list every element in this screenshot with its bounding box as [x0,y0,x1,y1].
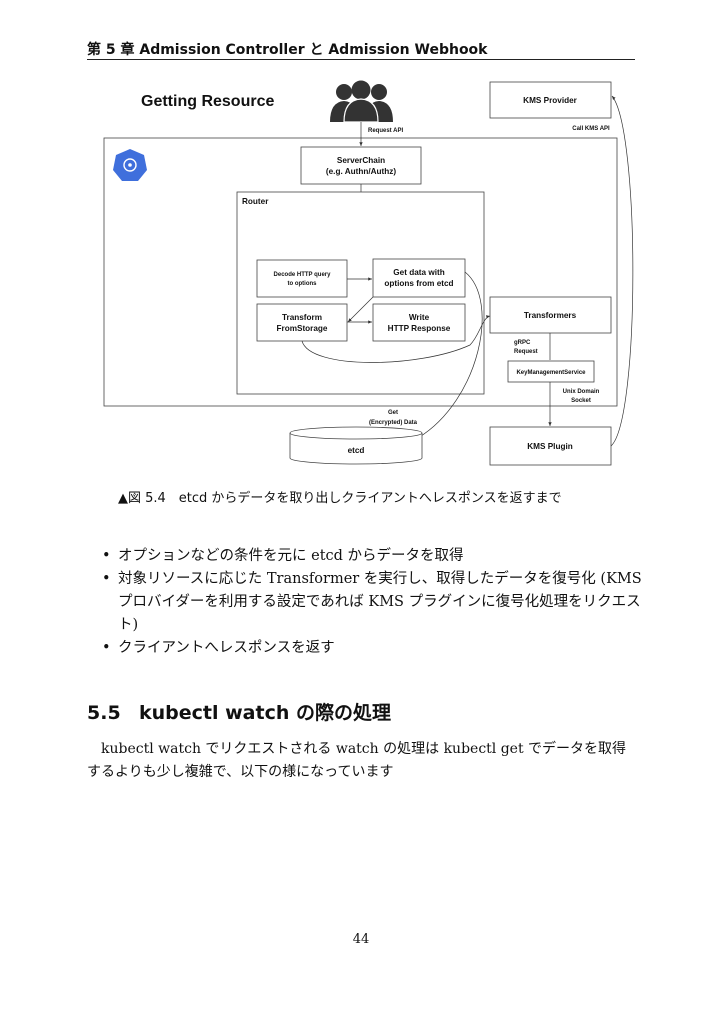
write-label-1: Write [409,313,430,322]
decode-box [256,259,348,298]
kms-service-label: KeyManagementService [516,370,586,376]
section-title: kubectl watch の際の処理 [139,702,391,724]
page-number: 44 [352,932,370,947]
grpc-label-1: gRPC [514,340,531,346]
etcd-label: etcd [348,446,365,455]
call-kms-api-label: Call KMS API [572,126,610,132]
kubernetes-logo-icon [113,149,147,181]
serverchain-box [300,146,422,185]
kms-plugin-box [489,426,612,466]
write-label-2: HTTP Response [388,324,451,333]
kms-provider-box [489,81,612,119]
transformers-box [489,296,612,334]
serverchain-label-1: ServerChain [337,156,385,165]
transformers-label: Transformers [524,311,577,320]
router-label: Router [242,197,269,206]
figure-diagram: Getting Resource KMS Provider Call KMS A… [103,80,634,466]
list-item: 対象リソースに応じた Transformer を実行し、取得したデータを復号化 … [100,568,660,637]
get-data-label-2: (Encrypted) Data [369,420,418,426]
etcd-database [289,426,423,465]
section-number: 5.5 [87,702,121,724]
unix-label-1: Unix Domain [563,389,600,395]
users-icon [330,80,393,123]
kms-plugin-label: KMS Plugin [527,442,572,451]
list-item: オプションなどの条件を元に etcd からデータを取得 [100,545,660,568]
kms-provider-label: KMS Provider [523,96,578,105]
decode-label-2: to options [288,281,318,287]
transform-box [256,303,348,342]
plugin-to-provider-arrow [610,95,634,447]
get-data-label-1: Get [388,410,398,416]
write-box [372,303,466,342]
bullet-list: オプションなどの条件を元に etcd からデータを取得 対象リソースに応じた T… [100,545,660,660]
list-item: クライアントへレスポンスを返す [100,637,660,660]
getdata-label-1: Get data with [393,268,444,277]
chapter-header: 第 5 章 Admission Controller と Admission W… [87,42,635,60]
grpc-label-2: Request [514,349,538,355]
getdata-to-etcd-arrow [417,271,483,439]
body-paragraph: kubectl watch でリクエストされる watch の処理は kubec… [87,741,627,780]
kms-service-box [507,360,595,383]
transform-label-1: Transform [282,313,322,322]
transform-label-2: FromStorage [277,324,328,333]
decode-label-1: Decode HTTP query [274,272,332,278]
getdata-label-2: options from etcd [384,279,453,288]
unix-label-2: Socket [571,398,591,404]
serverchain-label-2: (e.g. Authn/Authz) [326,167,396,176]
getdata-to-transform-arrow [347,296,374,323]
figure-title: Getting Resource [141,93,274,110]
figure-caption: ▲図 5.4 etcd からデータを取り出しクライアントへレスポンスを返すまで [118,491,562,506]
getdata-box [372,258,466,298]
section-heading: 5.5 kubectl watch の際の処理 [87,698,391,725]
request-api-label: Request API [368,128,403,134]
